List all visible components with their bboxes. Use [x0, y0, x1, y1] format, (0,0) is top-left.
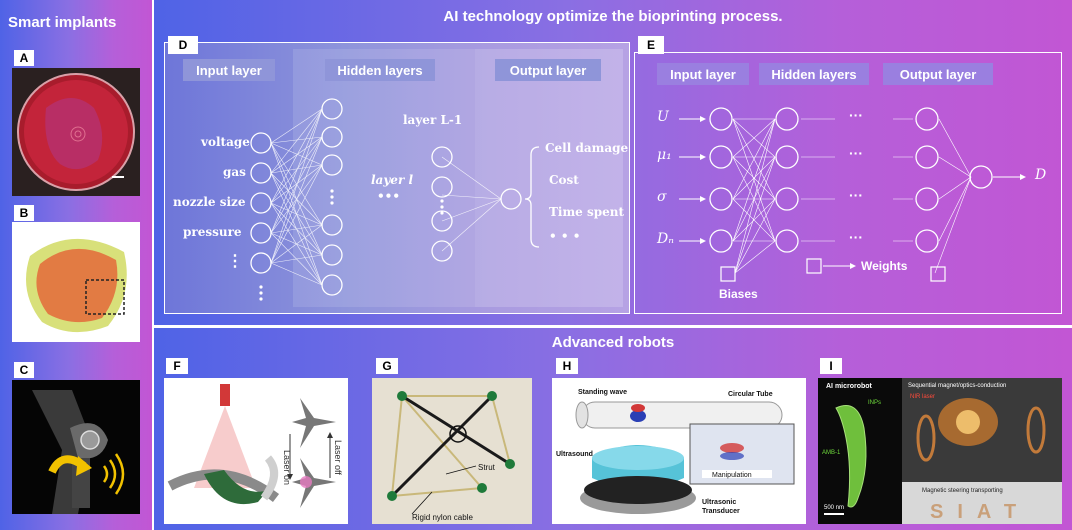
e-input-header: Input layer — [657, 63, 749, 85]
h-transducer-label-1: Ultrasonic — [702, 499, 736, 506]
panel-i-letter: I — [820, 358, 842, 374]
h-ultrasound-label: Ultrasound — [556, 451, 593, 458]
d-connections — [270, 108, 502, 286]
d-layer-l1: layer L-1 — [403, 113, 463, 127]
smart-implants-panel: Smart implants A B C — [0, 0, 152, 530]
d-network-diagram — [250, 98, 540, 301]
h-tube-label: Circular Tube — [728, 391, 773, 398]
f-laser-on-text: Laser on — [282, 450, 292, 485]
printed-ear-illustration — [12, 222, 140, 342]
e-input-dn: Dₙ — [657, 231, 674, 247]
e-bias-box-2 — [806, 258, 822, 274]
panel-d: Input layer Hidden layers Output layer — [164, 42, 630, 314]
i-scale-label: 500 nm — [824, 505, 844, 511]
i-inps-label: INPs — [868, 400, 881, 406]
panel-g-letter: G — [376, 358, 398, 374]
d-input-header: Input layer — [183, 59, 275, 81]
e-dots-row-2: ··· — [849, 145, 863, 161]
i-amb-label: AMB-1 — [822, 450, 841, 456]
d-input-pressure: pressure — [183, 225, 242, 239]
d-input-nozzle: nozzle size — [173, 195, 246, 209]
e-output-nodes — [915, 107, 939, 253]
panel-c-letter: C — [14, 362, 34, 378]
e-input-u: U — [657, 109, 669, 125]
e-final-node — [969, 165, 993, 189]
d-input-more: ⋮ — [227, 251, 243, 270]
panel-b-image — [12, 222, 140, 342]
e-dots-row-4: ··· — [849, 229, 863, 245]
i-steering-label: Magnetic steering transporting — [922, 488, 1003, 494]
f-laser-off-text: Laser off — [333, 440, 343, 475]
ai-technology-title: AI technology optimize the bioprinting p… — [443, 8, 783, 25]
tensegrity-robot-illustration: Strut Rigid nylon cable — [372, 378, 532, 524]
panel-i-image: AI microrobot Sequential magnet/optics-c… — [818, 378, 1062, 524]
d-hidden-header: Hidden layers — [325, 59, 435, 81]
d-input-nodes — [250, 132, 272, 274]
e-input-nodes — [709, 107, 733, 253]
e-output-header: Output layer — [883, 63, 993, 85]
h-standing-wave-label: Standing wave — [578, 389, 627, 396]
e-dots-row-1: ··· — [849, 107, 863, 123]
knee-implant-illustration — [12, 380, 140, 514]
smart-implants-title: Smart implants — [8, 14, 117, 31]
ai-technology-panel: AI technology optimize the bioprinting p… — [154, 0, 1072, 325]
e-connections — [732, 118, 972, 274]
e-dots-row-3: ··· — [849, 187, 863, 203]
d-hidden-dots: ••• — [377, 189, 401, 203]
e-hidden-nodes — [775, 107, 799, 253]
d-output-node — [500, 188, 522, 210]
e-input-mu: μ₁ — [657, 147, 672, 163]
d-output-more: • • • — [549, 229, 581, 243]
d-output-header: Output layer — [495, 59, 601, 81]
d-hidden-nodes-2 — [431, 146, 453, 262]
panel-a-letter: A — [14, 50, 34, 66]
i-sequential-label: Sequential magnet/optics-conduction — [908, 383, 1006, 389]
panel-h-letter: H — [556, 358, 578, 374]
e-output-d: D — [1035, 167, 1047, 183]
panel-f-letter: F — [166, 358, 188, 374]
panel-c-image — [12, 380, 140, 514]
panel-e-letter: E — [638, 36, 664, 54]
panel-f-image: Laser on Laser off — [164, 378, 348, 524]
d-vertical-dots — [259, 189, 444, 301]
acoustic-manipulation-illustration: Standing wave Circular Tube Ultrasound M… — [552, 378, 806, 524]
e-network-diagram — [679, 107, 1026, 282]
i-siat-label: SIAT — [930, 501, 1030, 523]
microrobot-illustration: AI microrobot Sequential magnet/optics-c… — [818, 378, 1062, 524]
h-transducer-label-2: Transducer — [702, 508, 740, 515]
d-input-gas: gas — [223, 165, 246, 179]
g-cable-label: Rigid nylon cable — [412, 513, 473, 522]
d-output-cell-damage: Cell damage — [545, 141, 629, 155]
d-layer-l: layer l — [371, 173, 413, 187]
d-output-time: Time spent — [549, 205, 625, 219]
laser-gripper-illustration: Laser on Laser off — [164, 378, 348, 524]
e-bias-box-3 — [930, 266, 946, 282]
advanced-robots-title: Advanced robots — [551, 334, 675, 351]
panel-b-letter: B — [14, 205, 34, 221]
panel-d-letter: D — [168, 36, 198, 54]
e-biases-label: Biases — [719, 287, 758, 301]
d-hidden-nodes-1 — [321, 98, 343, 296]
g-strut-label: Strut — [478, 463, 496, 472]
d-input-voltage: voltage — [201, 135, 250, 149]
e-weights-label: Weights — [861, 259, 908, 273]
panel-e: Input layer Hidden layers Output layer — [634, 52, 1062, 314]
i-microrobot-label: AI microrobot — [826, 383, 873, 390]
advanced-robots-panel: Advanced robots F Laser on Laser off G — [154, 328, 1072, 530]
panel-a-image — [12, 68, 140, 196]
e-bias-box-1 — [720, 266, 736, 282]
panel-g-image: Strut Rigid nylon cable — [372, 378, 532, 524]
panel-h-image: Standing wave Circular Tube Ultrasound M… — [552, 378, 806, 524]
e-hidden-header: Hidden layers — [759, 63, 869, 85]
h-manipulation-label: Manipulation — [712, 472, 752, 479]
d-output-cost: Cost — [549, 173, 579, 187]
d-output-brace — [524, 146, 540, 248]
i-nir-label: NIR laser — [910, 394, 935, 400]
e-input-sigma: σ — [657, 189, 667, 205]
petri-dish-illustration — [12, 68, 140, 196]
e-input-arrows — [679, 116, 706, 244]
